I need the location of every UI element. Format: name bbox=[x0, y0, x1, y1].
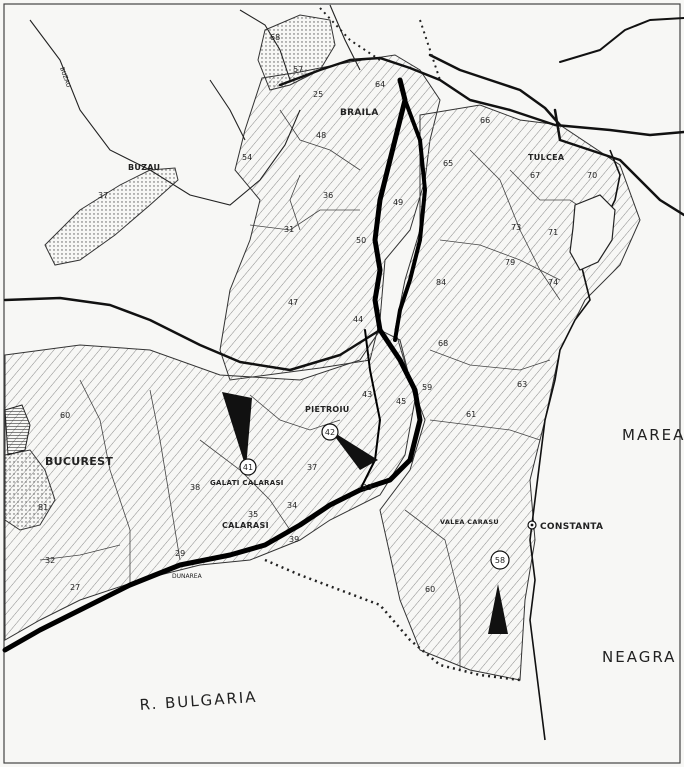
zone-number: 39 bbox=[289, 535, 299, 544]
zone-number: 48 bbox=[316, 131, 326, 140]
station-markers bbox=[239, 423, 510, 570]
arrow-icon-center bbox=[330, 430, 378, 470]
zone-number: 63 bbox=[517, 380, 527, 389]
zone-number: 70 bbox=[587, 171, 597, 180]
zone-number: 31 bbox=[284, 225, 294, 234]
north-dotted-border bbox=[319, 7, 381, 61]
dotted-zone-bucuresti bbox=[4, 449, 56, 531]
razim-lake bbox=[569, 194, 616, 271]
label-tulcea: TULCEA bbox=[528, 153, 565, 162]
thick-borders bbox=[3, 17, 684, 372]
thin-rivers bbox=[29, 4, 361, 206]
dotted-zone-buzau bbox=[44, 167, 179, 266]
zone-number: 37 bbox=[307, 463, 317, 472]
arrow-icon-south bbox=[488, 584, 508, 634]
zone-number: 47 bbox=[288, 298, 298, 307]
label-marea: MAREA bbox=[622, 426, 684, 444]
zone-number: 44 bbox=[353, 315, 363, 324]
zone-number: 35 bbox=[248, 510, 258, 519]
label-buzau-river: BUZAU bbox=[58, 66, 72, 88]
arrow-icon-west bbox=[222, 392, 252, 468]
zone-number: 71 bbox=[548, 228, 558, 237]
label-pietroiu: PIETROIU bbox=[305, 405, 350, 414]
zone-number: 68 bbox=[438, 339, 448, 348]
zone-number: 29 bbox=[175, 549, 185, 558]
zone-number: 36 bbox=[323, 191, 333, 200]
marker-label-41: 41 bbox=[243, 463, 253, 472]
zone-number: 43 bbox=[362, 390, 372, 399]
label-valea-carasu: VALEA CARASU bbox=[440, 518, 499, 526]
zone-number: 50 bbox=[356, 236, 366, 245]
zone-number: 25 bbox=[313, 90, 323, 99]
zone-number: 27 bbox=[70, 583, 80, 592]
zone-number: 60 bbox=[60, 411, 70, 420]
dense-zone-bucuresti bbox=[4, 404, 31, 456]
marker-label-58: 58 bbox=[495, 556, 505, 565]
zone-number: 59 bbox=[422, 383, 432, 392]
zone-number: 32 bbox=[45, 556, 55, 565]
label-constanta: CONSTANTA bbox=[540, 522, 603, 532]
zone-number: 74 bbox=[548, 278, 558, 287]
label-dunarea: DUNAREA bbox=[172, 573, 203, 580]
label-calarasi: CALARASI bbox=[222, 521, 269, 530]
zone-number: 49 bbox=[393, 198, 403, 207]
zone-number: 54 bbox=[242, 153, 252, 162]
zone-numbers: 68 57 64 25 48 54 36 31 37 47 66 65 67 7… bbox=[38, 33, 597, 594]
label-buzau: BUZAU bbox=[128, 163, 160, 172]
zone-number: 64 bbox=[375, 80, 385, 89]
zone-number: 66 bbox=[480, 116, 490, 125]
zone-number: 33 bbox=[362, 483, 372, 492]
zone-number: 81 bbox=[38, 503, 48, 512]
label-braila: BRAILA bbox=[340, 108, 379, 118]
zone-number: 57 bbox=[293, 65, 303, 74]
danube-river bbox=[2, 77, 427, 653]
label-bulgaria: R. BULGARIA bbox=[139, 688, 258, 714]
label-galati-calarasi: GALATI CALARASI bbox=[210, 479, 284, 487]
zone-number: 61 bbox=[466, 410, 476, 419]
label-bucuresti: BUCUREST bbox=[45, 455, 113, 468]
zone-number: 79 bbox=[505, 258, 515, 267]
zone-number: 84 bbox=[436, 278, 446, 287]
zone-number: 67 bbox=[530, 171, 540, 180]
marker-label-42: 42 bbox=[325, 428, 335, 437]
label-neagra: NEAGRA bbox=[602, 648, 676, 666]
zone-number: 38 bbox=[190, 483, 200, 492]
zone-number: 65 bbox=[443, 159, 453, 168]
zone-number: 37 bbox=[98, 191, 108, 200]
zone-number: 73 bbox=[511, 223, 521, 232]
zone-number: 34 bbox=[287, 501, 297, 510]
zone-number: 45 bbox=[396, 397, 406, 406]
frame-border bbox=[3, 3, 681, 764]
east-dotted-border bbox=[419, 19, 441, 81]
zone-number: 60 bbox=[425, 585, 435, 594]
zone-number: 68 bbox=[270, 33, 280, 42]
